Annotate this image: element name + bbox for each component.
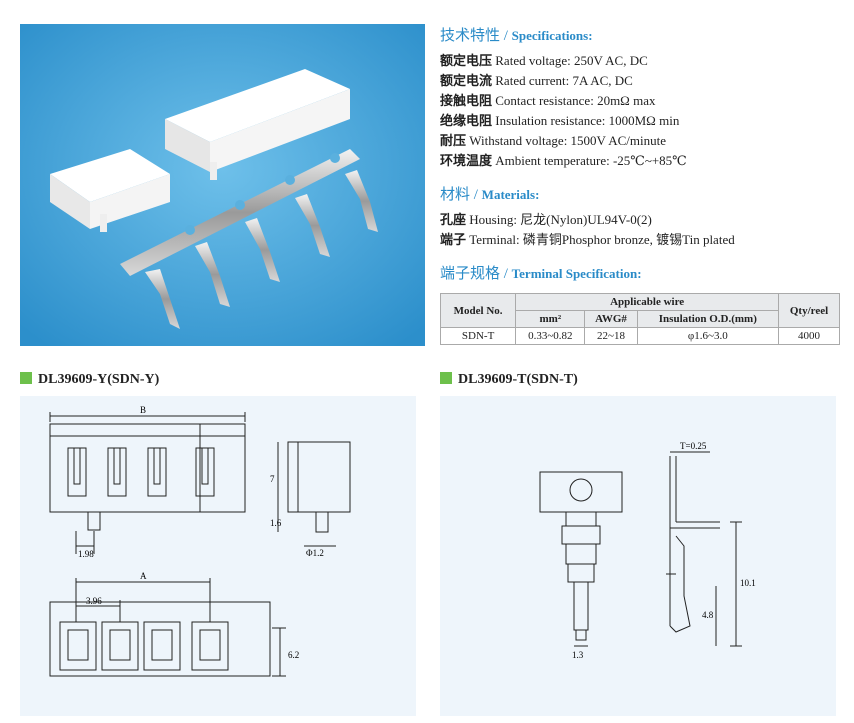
dim-13: 1.3 bbox=[572, 650, 584, 660]
terminal-spec-title: 端子规格 / Terminal Specification: bbox=[440, 266, 642, 282]
product-photo bbox=[20, 24, 425, 346]
header-insulation: Insulation O.D.(mm) bbox=[636, 310, 780, 328]
specifications-section: 技术特性 / Specifications: 额定电压 Rated voltag… bbox=[440, 24, 840, 289]
dim-7: 7 bbox=[270, 474, 275, 484]
large-housing bbox=[165, 69, 350, 180]
header-qty: Qty/reel bbox=[778, 293, 840, 328]
housing-drawing: B 1.98 7 1.6 Φ1.2 A 3.96 6.2 bbox=[20, 396, 416, 716]
dim-pitch: 3.96 bbox=[86, 596, 102, 606]
dim-16: 1.6 bbox=[270, 518, 282, 528]
left-drawing-title: DL39609-Y(SDN-Y) bbox=[20, 372, 159, 388]
spec-line: 接触电阻 Contact resistance: 20mΩ max bbox=[440, 93, 656, 108]
spec-line: 环境温度 Ambient temperature: -25℃~+85℃ bbox=[440, 153, 687, 168]
green-square-icon bbox=[440, 372, 452, 384]
spec-line: 耐压 Withstand voltage: 1500V AC/minute bbox=[440, 133, 667, 148]
small-housing bbox=[50, 149, 170, 232]
dim-b: B bbox=[140, 405, 146, 415]
dim-phi: Φ1.2 bbox=[306, 548, 324, 558]
header-wire: Applicable wire bbox=[515, 293, 780, 311]
spec-line: 额定电流 Rated current: 7A AC, DC bbox=[440, 73, 633, 88]
right-drawing-title: DL39609-T(SDN-T) bbox=[440, 372, 578, 388]
table-row: SDN-T 0.33~0.82 22~18 φ1.6~3.0 4000 bbox=[439, 327, 840, 345]
header-mm2: mm² bbox=[515, 310, 586, 328]
dim-48: 4.8 bbox=[702, 610, 714, 620]
terminal-spec-table: Model No. Applicable wire Qty/reel mm² A… bbox=[439, 293, 840, 345]
spec-line: 额定电压 Rated voltage: 250V AC, DC bbox=[440, 53, 648, 68]
header-awg: AWG# bbox=[584, 310, 638, 328]
dim-a: A bbox=[140, 571, 147, 581]
terminal-strip bbox=[120, 149, 378, 329]
spec-line: 绝缘电阻 Insulation resistance: 1000MΩ min bbox=[440, 113, 680, 128]
dim-101: 10.1 bbox=[740, 578, 756, 588]
material-line: 孔座 Housing: 尼龙(Nylon)UL94V-0(2) bbox=[440, 212, 652, 227]
material-line: 端子 Terminal: 磷青铜Phosphor bronze, 镀锡Tin p… bbox=[440, 232, 735, 247]
header-model: Model No. bbox=[439, 293, 517, 328]
dim-62: 6.2 bbox=[288, 650, 299, 660]
terminal-drawing: T=0.25 1.3 10.1 4.8 bbox=[440, 396, 836, 716]
specifications-title: 技术特性 / Specifications: bbox=[440, 28, 593, 44]
green-square-icon bbox=[20, 372, 32, 384]
dim-thickness: T=0.25 bbox=[680, 441, 707, 451]
dim-198: 1.98 bbox=[78, 549, 94, 559]
materials-title: 材料 / Materials: bbox=[440, 187, 540, 203]
